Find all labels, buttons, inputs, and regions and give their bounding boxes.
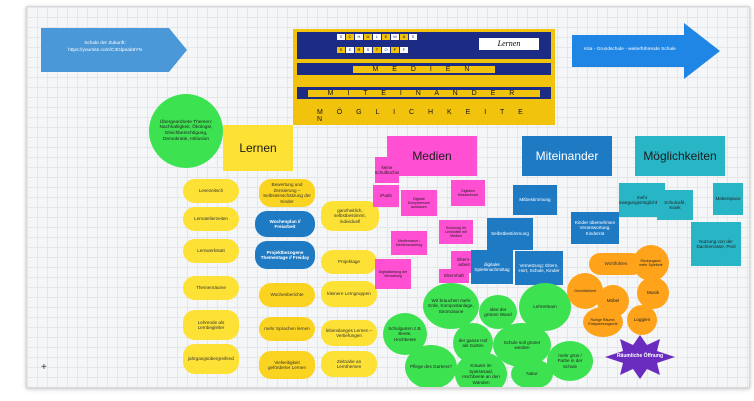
wohlfuehlen-circle[interactable]: Musik xyxy=(637,277,669,309)
lernen-note[interactable]: ganzheitlich, selbstbestimmt, individuel… xyxy=(321,201,379,231)
miteinander-note[interactable]: Selbstbestimmung xyxy=(487,218,533,250)
green-idea-circle[interactable]: Idee der grünen Wand xyxy=(479,295,517,329)
letter-tile: S xyxy=(364,46,372,53)
school-path-label: Kita - Grundschule - weiterführende Schu… xyxy=(584,47,676,52)
banner-row-medien: M E D I E N xyxy=(297,63,551,75)
miteinander-note[interactable]: Vernetzung: Eltern, Hort, Schule, Kinder xyxy=(515,251,563,285)
green-idea-circle[interactable]: Wir brauchen mehr Erde, Kompostanlage, S… xyxy=(423,283,479,329)
letter-tile: R xyxy=(355,46,363,53)
letter-tile: U xyxy=(364,34,372,40)
letter-tile: L xyxy=(373,34,381,40)
school-link-title: Schule der Zukunft: xyxy=(84,41,126,46)
banner-row-medien-text: M E D I E N xyxy=(352,65,496,73)
medien-note[interactable]: Eltern-arbeit xyxy=(451,251,477,273)
medien-note[interactable]: Schulung für Lehrkräfte mit Medien xyxy=(439,220,473,244)
school-link-arrow[interactable] xyxy=(41,28,187,72)
letter-tile: E xyxy=(346,46,354,53)
lernen-note[interactable]: Bewertung und Zensierung – Selbsteinschä… xyxy=(259,179,315,207)
add-icon[interactable]: + xyxy=(41,362,47,373)
lernen-note[interactable]: Wochenplan // Freiarbeit xyxy=(255,211,315,237)
medien-note[interactable]: Digitalisierung der Verwaltung xyxy=(375,259,411,289)
school-banner: S C H U L E W A S S E R S T O F F Lernen… xyxy=(293,29,555,125)
banner-row-miteinander: M I T E I N A N D E R xyxy=(297,87,551,99)
medien-note[interactable]: Elternhaft xyxy=(439,269,469,283)
lernen-note[interactable]: Projektbezogene Thementage // Freiday xyxy=(255,241,315,269)
medien-note[interactable]: iPads xyxy=(373,185,399,207)
medien-note[interactable]: keine Schulbücher xyxy=(375,157,399,183)
banner-row-miteinander-text: M I T E I N A N D E R xyxy=(307,89,541,97)
green-idea-circle[interactable]: Natur xyxy=(511,359,553,387)
medien-note[interactable]: Digitales Klassenbuch xyxy=(451,180,485,206)
header-miteinander[interactable]: Miteinander xyxy=(522,136,612,176)
letter-tile: T xyxy=(373,46,381,53)
letter-tile: F xyxy=(400,46,408,53)
header-moeglichkeiten[interactable]: Möglichkeiten xyxy=(635,136,725,176)
letter-tile: E xyxy=(382,34,390,40)
school-path-arrow[interactable] xyxy=(572,23,720,79)
lernen-note[interactable]: jahrgangsübergreifend xyxy=(183,344,239,374)
letter-tile: S xyxy=(337,34,345,40)
lernen-note[interactable]: kleinere Lerngruppen xyxy=(321,281,377,307)
green-idea-circle[interactable]: mehr grün / Farbe in der Schule xyxy=(547,341,593,381)
banner-word-lernen: Lernen xyxy=(479,38,539,50)
wohlfuehlen-circle[interactable]: Loggien xyxy=(627,305,657,335)
miteinander-note[interactable]: Mitbestimmung xyxy=(513,185,557,215)
banner-letter-tiles: S C H U L E W A S S E R S T O F F xyxy=(337,34,417,58)
header-medien[interactable]: Medien xyxy=(387,136,477,176)
lernen-note[interactable]: Themenräume xyxy=(183,276,239,300)
banner-row-moeglichkeiten: M Ö G L I C H K E I T E N xyxy=(297,109,551,123)
letter-tile: W xyxy=(391,34,399,40)
moeglichkeiten-note[interactable]: Schulcafé, Kiosk xyxy=(657,190,693,220)
lernen-note[interactable]: mehr Sprachen lernen xyxy=(259,317,315,341)
star-label: Räumliche Öffnung xyxy=(616,353,664,359)
wohlfuehlen-header[interactable]: Wohlfühlen xyxy=(589,253,643,275)
green-idea-circle[interactable]: Pflege des Gartens? xyxy=(405,345,457,387)
lernen-note[interactable]: Lesezeitsch xyxy=(183,179,239,203)
star-burst-shape[interactable] xyxy=(605,335,675,379)
letter-tile: F xyxy=(391,46,399,53)
medien-note[interactable]: Digitale Kompetenzen ausbauen xyxy=(401,190,437,216)
circle-topics[interactable]: Übergeordnete Themen: Nachhaltigkeit, Ök… xyxy=(149,94,223,168)
moeglichkeiten-note[interactable]: Makerspace xyxy=(713,183,743,215)
lernen-note[interactable]: Projektage xyxy=(321,250,377,274)
lernen-note[interactable]: Lernatelierzeiten xyxy=(183,207,239,231)
lernen-note[interactable]: Zeitnahe an Lernthemen xyxy=(321,351,377,377)
school-link-url[interactable]: https://yoursite.com/C3Glpeab6YN xyxy=(68,47,142,53)
letter-tile: A xyxy=(400,34,408,40)
lernen-note[interactable]: Vielseitigkeit geförderter Lernen xyxy=(259,351,315,379)
banner-row-moeglichkeiten-text: M Ö G L I C H K E I T E N xyxy=(297,109,551,123)
wohlfuehlen-circle[interactable]: Rückzugsort, mehr Spielorte xyxy=(633,245,669,281)
letter-tile: O xyxy=(382,46,390,53)
header-lernen[interactable]: Lernen xyxy=(223,125,293,171)
whiteboard-canvas[interactable]: Schule der Zukunft: https://yoursite.com… xyxy=(26,6,750,388)
lernen-note[interactable]: lebenslanges Lernen – Vertiefungen xyxy=(321,320,377,346)
lernen-note[interactable]: Lehrende als Lernbegleiter xyxy=(183,310,239,340)
miteinander-note[interactable]: Kinder übernehmen Verantwortung, Kinderr… xyxy=(571,212,619,244)
lernen-note[interactable]: Lernwerkstatt xyxy=(183,239,239,263)
wohlfuehlen-circle[interactable]: Ruhige Räume, Entspannungsorte xyxy=(583,307,623,337)
medien-note[interactable]: Medienraum / Mediencoaching xyxy=(391,231,427,255)
letter-tile: C xyxy=(346,34,354,40)
moeglichkeiten-note[interactable]: Nutzung von der Dachterrasse, Pool xyxy=(691,222,741,266)
miteinander-note[interactable]: digitaler Spielenachmittag xyxy=(471,250,513,284)
letter-tile: S xyxy=(409,34,417,40)
letter-tile: S xyxy=(337,46,345,53)
lernen-note[interactable]: Wochenberichte xyxy=(259,283,315,307)
green-idea-circle[interactable]: Kräuter im Speisesaal, Hochbeete an den … xyxy=(455,352,507,387)
letter-tile: H xyxy=(355,34,363,40)
